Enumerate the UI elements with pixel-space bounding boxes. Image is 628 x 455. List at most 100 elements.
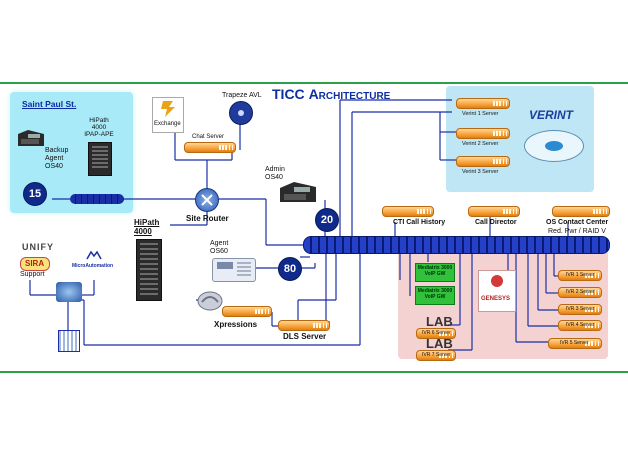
router-icon bbox=[195, 188, 219, 212]
verint-logo: VERINT bbox=[529, 108, 574, 122]
support-label: Support bbox=[20, 271, 45, 278]
server-slot bbox=[493, 131, 495, 136]
admin-badge: 20 bbox=[315, 208, 339, 232]
server-slot bbox=[596, 209, 598, 214]
main-backbone-bar bbox=[303, 236, 610, 254]
server-slot bbox=[313, 323, 315, 328]
verint-3-label: Verint 3 Server bbox=[462, 169, 499, 175]
ivr-2-server bbox=[558, 287, 602, 298]
agent-phone-icon bbox=[212, 258, 256, 282]
site-router-label: Site Router bbox=[186, 214, 229, 223]
xpressions-icon bbox=[197, 291, 223, 311]
hipath-main-label: HiPath 4000 bbox=[134, 218, 160, 236]
server-slot bbox=[445, 353, 447, 358]
saint-paul-title: Saint Paul St. bbox=[22, 99, 77, 109]
unify-label: UNIFY bbox=[22, 242, 54, 252]
chat-server bbox=[184, 142, 236, 153]
server-slot bbox=[591, 323, 593, 328]
server-slot bbox=[231, 145, 234, 150]
page-title: TICC Architecture bbox=[272, 86, 390, 102]
trapeze-label: Trapeze AVL bbox=[222, 92, 262, 99]
admin-phone-icon bbox=[280, 182, 316, 202]
server-slot bbox=[597, 307, 600, 312]
dls-label: DLS Server bbox=[283, 332, 327, 341]
cti-label: CTI Call History bbox=[393, 219, 446, 226]
server-slot bbox=[594, 341, 597, 346]
network-globe-icon bbox=[56, 282, 82, 302]
genesys-label: GENESYS bbox=[481, 296, 511, 302]
call-director-label: Call Director bbox=[475, 219, 517, 226]
server-slot bbox=[439, 331, 441, 336]
server-slot bbox=[264, 309, 267, 314]
server-slot bbox=[502, 131, 505, 136]
ivr-3-server bbox=[558, 304, 602, 315]
exchange-label: Exchange bbox=[154, 121, 181, 127]
server-slot bbox=[594, 307, 597, 312]
server-slot bbox=[429, 209, 432, 214]
server-slot bbox=[502, 159, 505, 164]
trapeze-cd-icon bbox=[229, 101, 253, 125]
server-slot bbox=[591, 290, 593, 295]
xpressions-server bbox=[222, 306, 272, 317]
server-slot bbox=[599, 209, 601, 214]
server-slot bbox=[585, 341, 587, 346]
exchange-box: Exchange bbox=[152, 97, 184, 133]
server-slot bbox=[597, 290, 600, 295]
server-slot bbox=[597, 273, 600, 278]
ivr-1-label: IVR 1 Server bbox=[566, 272, 595, 278]
server-slot bbox=[267, 309, 270, 314]
verint-1-label: Verint 1 Server bbox=[462, 111, 499, 117]
agent-badge: 80 bbox=[278, 257, 302, 281]
dls-server bbox=[278, 320, 330, 331]
server-slot bbox=[423, 209, 425, 214]
server-slot bbox=[585, 290, 587, 295]
server-slot bbox=[499, 131, 501, 136]
hipath-ipap-label: HiPath 4000 IPAP-APE bbox=[84, 117, 114, 138]
server-slot bbox=[588, 323, 590, 328]
os-contact-center-label: OS Contact Center bbox=[546, 219, 609, 226]
server-slot bbox=[426, 209, 429, 214]
server-slot bbox=[597, 341, 600, 346]
saint-paul-connector-bar bbox=[70, 194, 124, 204]
server-slot bbox=[515, 209, 518, 214]
server-slot bbox=[588, 290, 590, 295]
server-slot bbox=[505, 159, 508, 164]
gateway-1: Mediatrix 3000 VoIP GW bbox=[415, 263, 455, 282]
server-slot bbox=[505, 131, 508, 136]
server-slot bbox=[503, 209, 505, 214]
desk-phone-icon bbox=[18, 130, 44, 146]
ivr-2-label: IVR 2 Server bbox=[566, 289, 595, 295]
os-contact-center-server bbox=[552, 206, 610, 217]
server-slot bbox=[602, 209, 605, 214]
server-slot bbox=[496, 101, 498, 106]
server-slot bbox=[585, 323, 587, 328]
server-slot bbox=[442, 353, 444, 358]
server-slot bbox=[505, 101, 508, 106]
server-slot bbox=[261, 309, 263, 314]
ivr-6-label: IVR 6 Server bbox=[422, 330, 451, 336]
call-director-server bbox=[468, 206, 520, 217]
server-slot bbox=[594, 273, 597, 278]
cti-server bbox=[382, 206, 434, 217]
server-slot bbox=[451, 353, 454, 358]
genesys-box: GENESYS bbox=[478, 270, 516, 312]
server-slot bbox=[255, 309, 257, 314]
verint-2-label: Verint 2 Server bbox=[462, 141, 499, 147]
server-slot bbox=[225, 145, 227, 150]
server-slot bbox=[594, 290, 597, 295]
server-slot bbox=[496, 131, 498, 136]
gateway-2-sub: VoIP GW bbox=[424, 294, 446, 300]
genesys-figure-icon bbox=[491, 275, 503, 287]
verint-cloud-icon bbox=[524, 130, 584, 162]
ivr-5-label: IVR 5 Server bbox=[560, 340, 589, 346]
sira-label: SIRA bbox=[25, 259, 45, 268]
gateway-2-name: Mediatrix 3000 bbox=[417, 288, 453, 294]
server-slot bbox=[585, 307, 587, 312]
server-slot bbox=[597, 323, 600, 328]
lab-label-1: LAB bbox=[426, 314, 453, 329]
gateway-1-name: Mediatrix 3000 bbox=[417, 265, 453, 271]
ivr-6-server bbox=[416, 328, 456, 339]
hipath-main-cabinet-icon bbox=[136, 239, 162, 301]
server-slot bbox=[420, 209, 422, 214]
